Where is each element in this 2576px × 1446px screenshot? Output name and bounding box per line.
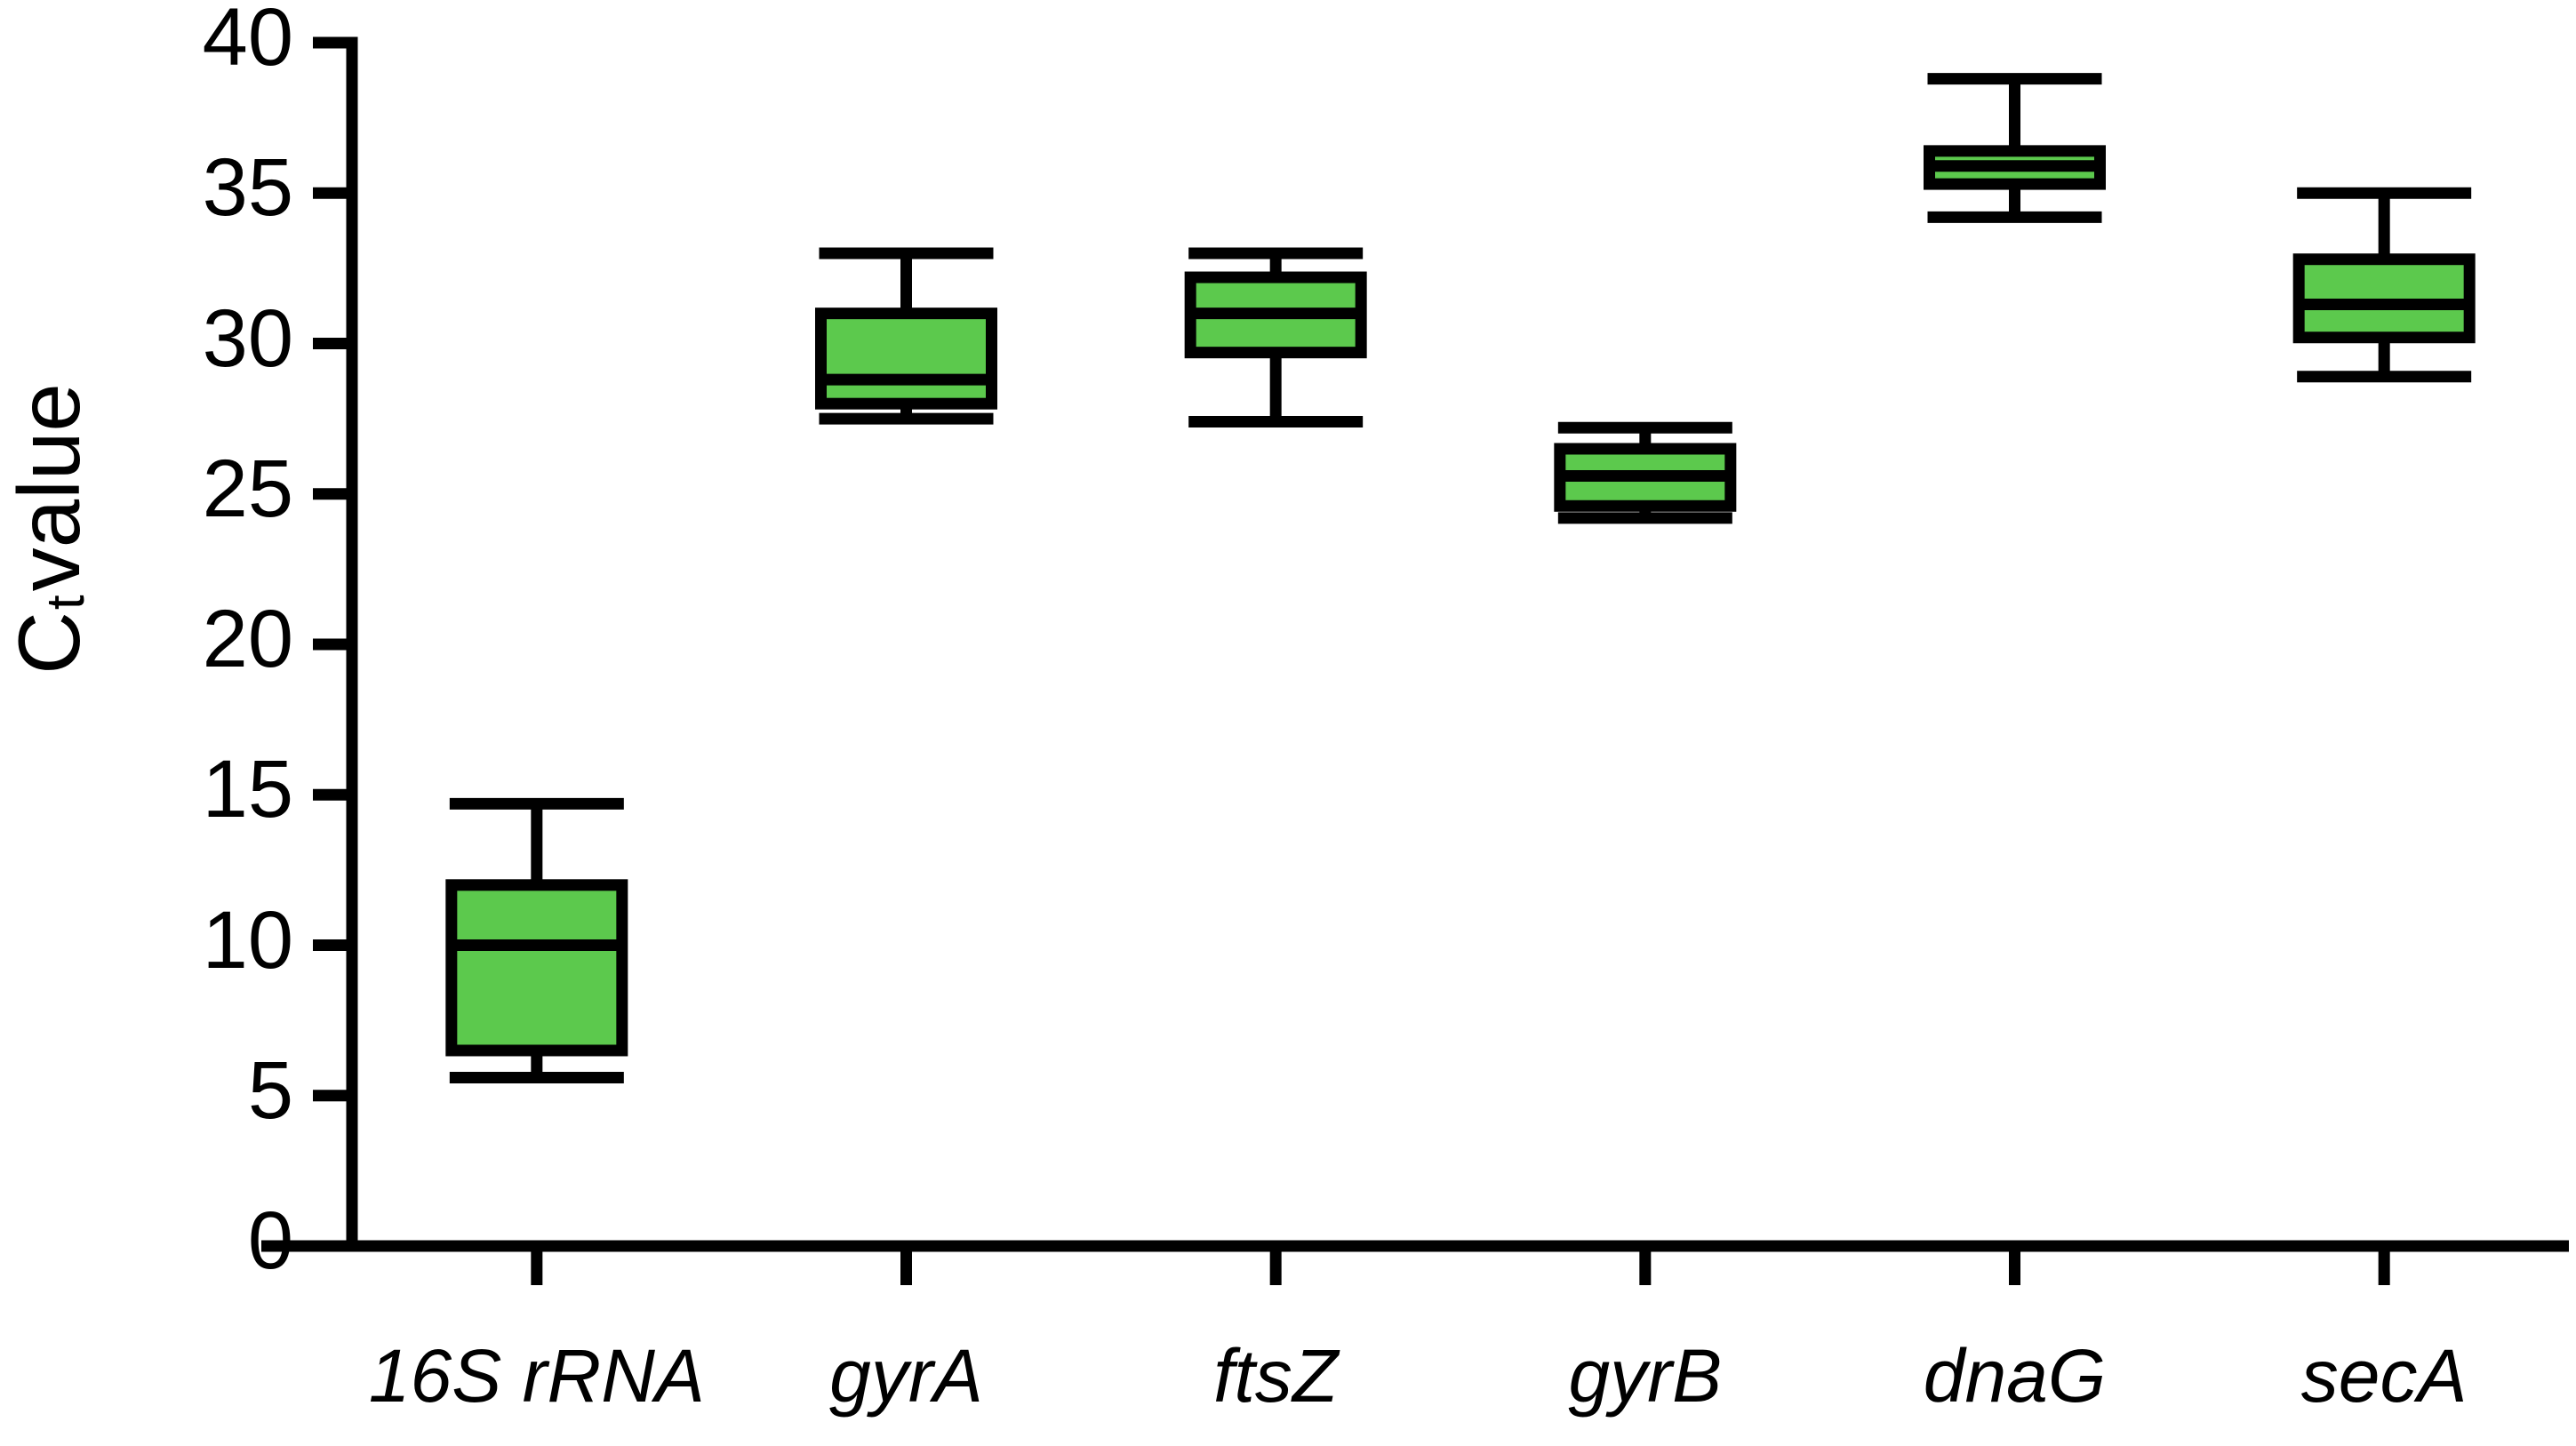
- iqr-box: [2292, 253, 2476, 344]
- x-axis-tick-label: gyrB: [1568, 1334, 1723, 1418]
- y-axis-tick-label: 5: [247, 1044, 293, 1136]
- x-axis-tick-label: dnaG: [1923, 1334, 2107, 1418]
- iqr-box: [815, 308, 997, 410]
- y-axis-tick-label: 15: [202, 744, 293, 835]
- y-axis-tick-labels: 4035302520151050: [71, 0, 293, 1446]
- box-plot-item: [1924, 73, 2106, 223]
- y-axis-tick-label: 10: [202, 894, 293, 986]
- y-axis-tick-label: 35: [202, 142, 293, 234]
- box-plot-series: [445, 73, 2476, 1083]
- box-plot-item: [1554, 421, 1737, 524]
- y-axis-tick-label: 20: [202, 594, 293, 684]
- y-axis-tick-label: 30: [202, 292, 293, 384]
- box-plot-item: [2292, 187, 2476, 383]
- iqr-box: [445, 879, 628, 1057]
- y-axis-tick-label: 40: [202, 0, 293, 83]
- x-axis-tick-label: 16S rRNA: [368, 1334, 705, 1418]
- box-plot-item: [815, 247, 997, 425]
- axes: [261, 36, 2569, 1285]
- x-axis-tick-label: ftsZ: [1213, 1334, 1339, 1418]
- x-axis-tick-label: secA: [2300, 1334, 2468, 1418]
- box-plot-item: [1184, 247, 1367, 428]
- box-plot-item: [445, 797, 628, 1083]
- y-axis-tick-label: 25: [202, 443, 293, 534]
- x-axis-tick-label: gyrA: [829, 1334, 983, 1418]
